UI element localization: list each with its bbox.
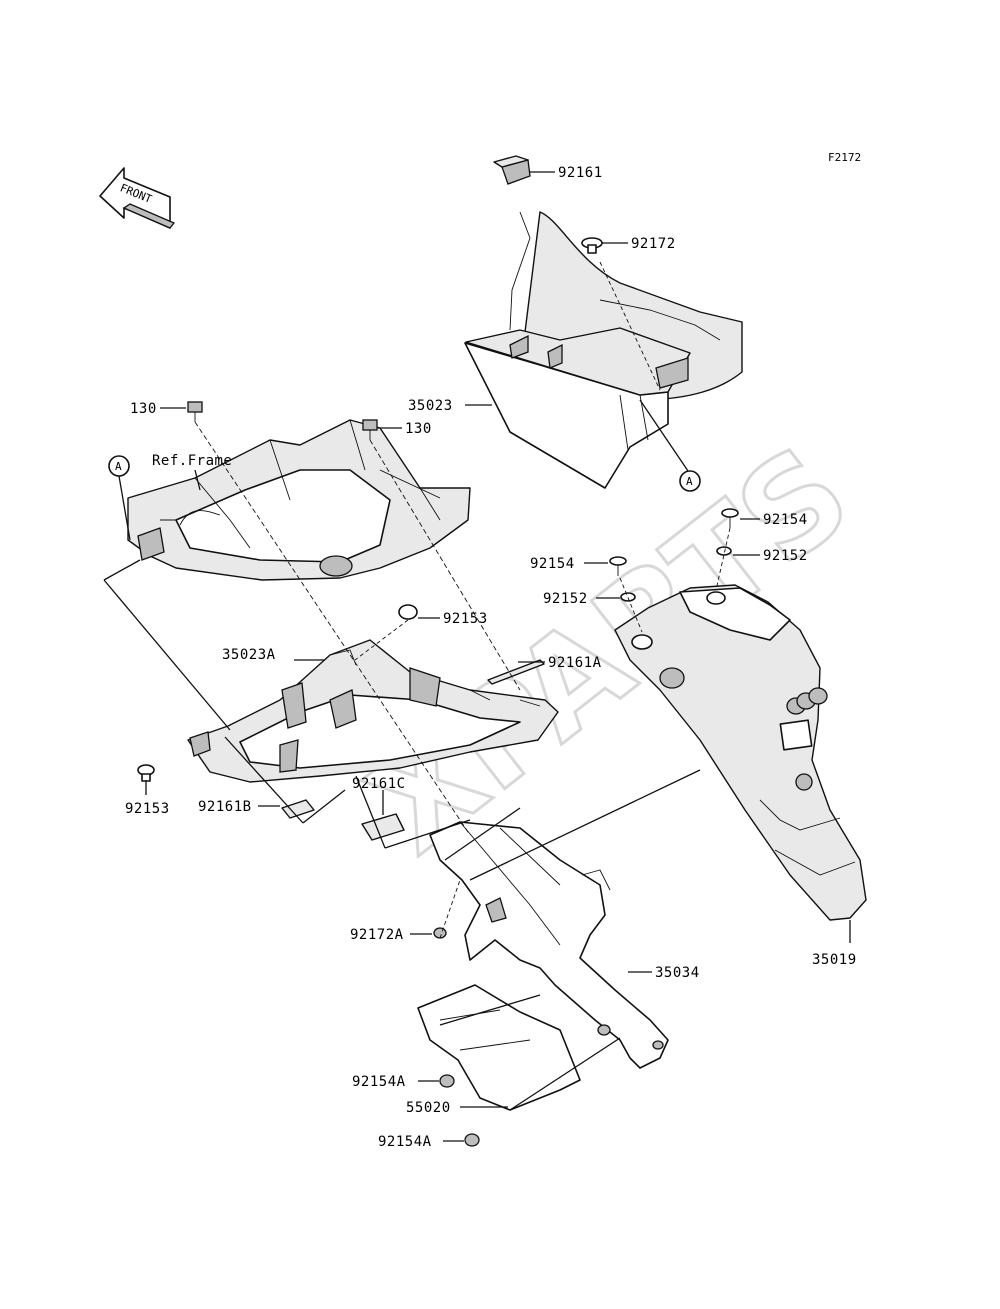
part-label-92154A-a: 92154A <box>352 1074 439 1090</box>
figure-code: F2172 <box>828 151 861 164</box>
part-label-92172A: 92172A <box>350 927 432 943</box>
undertray-35023A <box>187 639 559 783</box>
ref-frame-label: Ref.Frame <box>152 453 232 469</box>
bolt-130-a-icon <box>187 401 203 422</box>
pad-92161 <box>493 155 531 185</box>
nut-92154A-a-icon <box>439 1074 455 1088</box>
nut-92154A-b-icon <box>464 1133 480 1147</box>
svg-text:35023A: 35023A <box>222 647 276 663</box>
svg-text:92154: 92154 <box>763 512 808 528</box>
part-label-35023A: 35023A <box>222 647 325 663</box>
svg-text:130: 130 <box>130 401 157 417</box>
part-label-92152-a: 92152 <box>733 548 808 564</box>
part-label-35023: 35023 <box>408 398 492 414</box>
svg-text:92161C: 92161C <box>352 776 406 792</box>
part-label-92161B: 92161B <box>198 799 280 815</box>
grommet-92153-b-icon <box>137 764 155 782</box>
svg-text:92152: 92152 <box>763 548 808 564</box>
flap-55020 <box>417 984 581 1111</box>
svg-text:35023: 35023 <box>408 398 453 414</box>
svg-text:92161: 92161 <box>558 165 603 181</box>
washer-92152-a-icon <box>716 546 732 556</box>
part-label-130-a: 130 <box>130 401 186 417</box>
part-label-92154A-b: 92154A <box>378 1134 464 1150</box>
svg-text:A: A <box>115 460 122 473</box>
part-label-130-b: 130 <box>378 421 432 437</box>
part-label-92152-b: 92152 <box>543 591 620 607</box>
part-label-92153-a: 92153 <box>418 611 488 627</box>
svg-text:92161B: 92161B <box>198 799 252 815</box>
part-label-92154-b: 92154 <box>530 556 608 572</box>
pad-92161B-icon <box>281 799 315 819</box>
svg-text:92172: 92172 <box>631 236 676 252</box>
svg-text:92153: 92153 <box>443 611 488 627</box>
part-label-92172: 92172 <box>602 236 676 252</box>
part-label-92154-a: 92154 <box>740 512 808 528</box>
assembly-lines <box>103 261 731 1111</box>
screw-92154-b-icon <box>609 556 627 576</box>
rear-fender-35019 <box>614 584 867 921</box>
washer-92152-b-icon <box>620 592 636 602</box>
svg-text:92153: 92153 <box>125 801 170 817</box>
part-label-35019: 35019 <box>812 920 857 968</box>
callout-a-right: A <box>679 470 701 492</box>
svg-text:130: 130 <box>405 421 432 437</box>
front-arrow-icon: FRONT <box>99 167 176 229</box>
seat-cover-35023 <box>464 211 743 489</box>
strip-92161A-icon <box>487 659 545 685</box>
svg-text:35019: 35019 <box>812 952 857 968</box>
pad-92161C-icon <box>361 813 405 841</box>
part-label-35034: 35034 <box>628 965 700 981</box>
clip-92172A-icon <box>433 927 447 939</box>
part-label-92161: 92161 <box>530 165 603 181</box>
bracket-35034 <box>429 821 669 1069</box>
svg-text:92161A: 92161A <box>548 655 602 671</box>
svg-text:35034: 35034 <box>655 965 700 981</box>
svg-text:92154: 92154 <box>530 556 575 572</box>
part-label-92161C: 92161C <box>352 776 406 815</box>
part-label-55020: 55020 <box>406 1100 508 1116</box>
reference-frame <box>127 419 471 581</box>
svg-text:55020: 55020 <box>406 1100 451 1116</box>
callout-a-left: A <box>108 455 130 477</box>
grommet-92153-a-icon <box>398 604 418 620</box>
svg-text:A: A <box>686 475 693 488</box>
clip-92172 <box>581 237 603 254</box>
svg-text:92152: 92152 <box>543 591 588 607</box>
screw-92154-a-icon <box>721 508 739 528</box>
part-label-92153-b: 92153 <box>125 780 170 817</box>
bolt-130-b-icon <box>362 419 378 440</box>
svg-text:92154A: 92154A <box>378 1134 432 1150</box>
part-label-92161A: 92161A <box>518 655 602 671</box>
svg-text:92172A: 92172A <box>350 927 404 943</box>
svg-text:92154A: 92154A <box>352 1074 406 1090</box>
